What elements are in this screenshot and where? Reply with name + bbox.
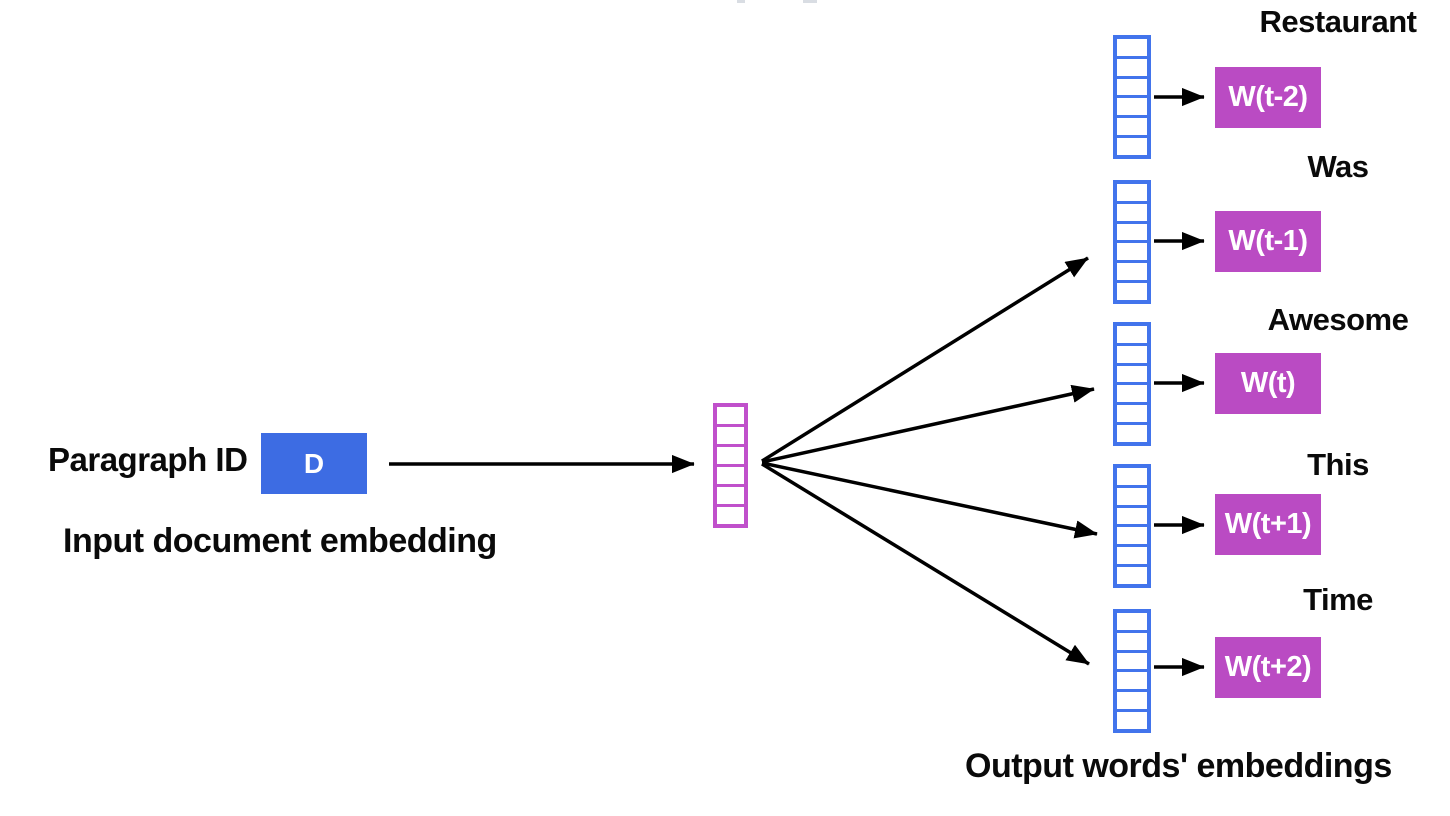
vector-cell (1117, 115, 1147, 135)
vector-cell (717, 444, 744, 464)
vector-cell (1117, 422, 1147, 442)
vector-cell (717, 464, 744, 484)
paragraph-id-label: Paragraph ID (48, 441, 248, 478)
output-word-vector (1113, 464, 1151, 588)
paragraph-id-node: D (261, 433, 367, 494)
weight-box: W(t-1) (1215, 211, 1321, 272)
arrow-fan-to-time (761, 462, 1090, 666)
vector-cell (1117, 55, 1147, 76)
vector-cell (1117, 669, 1147, 689)
vector-cell (1117, 544, 1147, 564)
weight-box: W(t-2) (1215, 67, 1321, 128)
vector-cell (1117, 382, 1147, 402)
vector-cell (1117, 649, 1147, 670)
vector-cell (1117, 613, 1147, 630)
vector-cell (1117, 504, 1147, 525)
vector-cell (717, 504, 744, 524)
weight-box: W(t) (1215, 353, 1321, 414)
word-label: Restaurant (1259, 4, 1417, 39)
vector-cell (1117, 402, 1147, 422)
vector-cell (1117, 184, 1147, 201)
output-word-vector (1113, 180, 1151, 304)
vector-cell (1117, 280, 1147, 300)
vector-cell (1117, 564, 1147, 584)
vector-cell (1117, 39, 1147, 56)
vector-cell (717, 407, 744, 424)
output-embeddings-caption: Output words' embeddings (965, 747, 1392, 785)
word-label: This (1307, 447, 1369, 482)
vector-cell (1117, 260, 1147, 280)
arrow-fan-to-was (761, 256, 1089, 463)
vector-cell (1117, 484, 1147, 505)
vector-cell (717, 424, 744, 444)
arrow-fan-to-this (761, 461, 1098, 539)
word-label: Was (1307, 149, 1369, 184)
output-word-vector (1113, 322, 1151, 446)
word-label: Time (1303, 582, 1373, 617)
output-word-vector (1113, 35, 1151, 159)
document-embedding-vector (713, 403, 748, 528)
vector-cell (1117, 326, 1147, 343)
cropped-text-artifact (803, 0, 817, 3)
input-embedding-caption: Input document embedding (63, 522, 497, 560)
vector-cell (1117, 135, 1147, 155)
vector-cell (1117, 362, 1147, 383)
word-label: Awesome (1267, 302, 1409, 337)
vector-cell (717, 484, 744, 504)
vector-cell (1117, 220, 1147, 241)
vector-cell (1117, 75, 1147, 96)
vector-cell (1117, 240, 1147, 260)
vector-cell (1117, 342, 1147, 363)
output-word-vector (1113, 609, 1151, 733)
weight-box: W(t+2) (1215, 637, 1321, 698)
vector-cell (1117, 524, 1147, 544)
weight-box: W(t+1) (1215, 494, 1321, 555)
vector-cell (1117, 689, 1147, 709)
vector-cell (1117, 95, 1147, 115)
vector-cell (1117, 709, 1147, 729)
vector-cell (1117, 629, 1147, 650)
arrow-fan-to-awesome (761, 384, 1095, 464)
vector-cell (1117, 468, 1147, 485)
cropped-text-artifact (737, 0, 745, 3)
vector-cell (1117, 200, 1147, 221)
